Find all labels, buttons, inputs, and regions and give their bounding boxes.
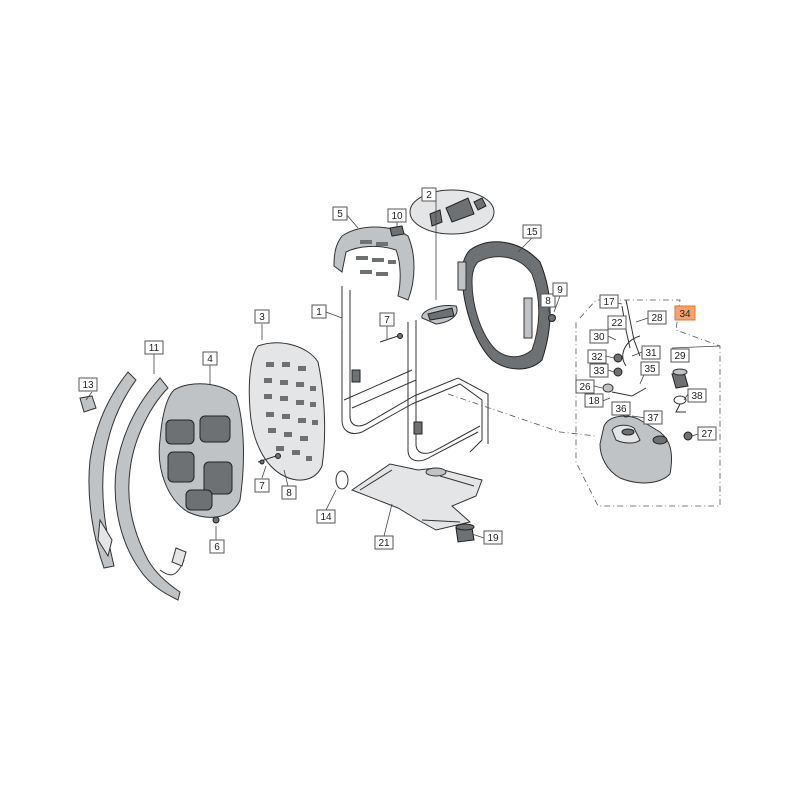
callout-label: 29 bbox=[674, 351, 686, 362]
callout-label: 4 bbox=[207, 354, 213, 365]
back-pad bbox=[158, 383, 244, 518]
callout-label: 13 bbox=[82, 380, 94, 391]
callout-10: 10 bbox=[387, 208, 407, 223]
callout-8-lower: 8 bbox=[281, 485, 297, 500]
callout-label: 21 bbox=[378, 538, 390, 549]
callout-label: 38 bbox=[691, 391, 703, 402]
callout-15: 15 bbox=[522, 224, 542, 239]
callout-13: 13 bbox=[78, 377, 98, 392]
callout-label: 26 bbox=[579, 382, 591, 393]
callout-label: 7 bbox=[259, 481, 265, 492]
callout-11: 11 bbox=[144, 340, 164, 355]
callout-label: 15 bbox=[526, 227, 538, 238]
ring-14 bbox=[335, 470, 349, 490]
callout-label: 7 bbox=[384, 315, 390, 326]
callout-label: 19 bbox=[487, 533, 499, 544]
callout-21: 21 bbox=[374, 535, 394, 550]
screw-upper bbox=[379, 333, 403, 343]
callout-5: 5 bbox=[332, 206, 348, 221]
callout-22: 22 bbox=[607, 315, 627, 330]
callout-label: 6 bbox=[214, 542, 220, 553]
callout-label: 36 bbox=[615, 404, 627, 415]
callout-label: 28 bbox=[651, 313, 663, 324]
nut-9 bbox=[548, 314, 556, 322]
callout-1: 1 bbox=[311, 304, 327, 319]
callout-33: 33 bbox=[589, 363, 609, 378]
callout-37: 37 bbox=[643, 410, 663, 425]
callout-label: 33 bbox=[593, 366, 605, 377]
callout-4: 4 bbox=[202, 351, 218, 366]
clip-part bbox=[79, 395, 97, 413]
callout-38: 38 bbox=[687, 388, 707, 403]
callout-label: 22 bbox=[611, 318, 623, 329]
callout-36: 36 bbox=[611, 401, 631, 416]
callout-34: 34 bbox=[674, 305, 696, 321]
frame bbox=[341, 286, 489, 462]
callout-26: 26 bbox=[575, 379, 595, 394]
callout-9: 9 bbox=[552, 282, 568, 297]
callout-label: 8 bbox=[286, 488, 292, 499]
callout-label: 11 bbox=[149, 343, 160, 354]
callout-18: 18 bbox=[584, 393, 604, 408]
screw-6 bbox=[212, 516, 220, 524]
shoulder-straps bbox=[88, 371, 187, 601]
cage-frame bbox=[457, 241, 551, 370]
callout-3: 3 bbox=[254, 309, 270, 324]
callout-label: 32 bbox=[591, 352, 603, 363]
callout-label: 5 bbox=[337, 209, 343, 220]
callout-label: 18 bbox=[588, 396, 600, 407]
callout-label: 34 bbox=[679, 309, 691, 320]
callout-label: 14 bbox=[320, 512, 332, 523]
callout-29: 29 bbox=[670, 348, 690, 363]
callout-32: 32 bbox=[587, 349, 607, 364]
back-plate bbox=[248, 342, 326, 481]
foot-19 bbox=[455, 523, 475, 543]
tank-assembly bbox=[447, 299, 721, 507]
callout-label: 8 bbox=[545, 296, 551, 307]
callout-27: 27 bbox=[697, 426, 717, 441]
callout-label: 37 bbox=[647, 413, 659, 424]
callout-7-upper: 7 bbox=[379, 312, 395, 327]
base-plate bbox=[350, 463, 483, 531]
bolt-lower bbox=[257, 453, 281, 465]
callout-17: 17 bbox=[599, 294, 619, 309]
top-handle bbox=[333, 226, 415, 301]
callout-label: 1 bbox=[316, 307, 322, 318]
callout-label: 17 bbox=[603, 297, 615, 308]
leader-lines bbox=[85, 196, 721, 540]
callout-28: 28 bbox=[647, 310, 667, 325]
callout-label: 3 bbox=[259, 312, 265, 323]
callout-6: 6 bbox=[209, 539, 225, 554]
callout-8-upper: 8 bbox=[540, 293, 556, 308]
callout-2: 2 bbox=[421, 187, 437, 202]
callout-label: 30 bbox=[593, 332, 605, 343]
latch-part bbox=[389, 225, 405, 237]
callout-14: 14 bbox=[316, 509, 336, 524]
callout-7-lower: 7 bbox=[254, 478, 270, 493]
callout-30: 30 bbox=[589, 329, 609, 344]
callout-label: 31 bbox=[645, 348, 657, 359]
callout-label: 2 bbox=[426, 190, 432, 201]
callout-label: 35 bbox=[644, 364, 656, 375]
callout-label: 10 bbox=[391, 211, 403, 222]
callout-label: 27 bbox=[701, 429, 713, 440]
callout-19: 19 bbox=[483, 530, 503, 545]
callout-31: 31 bbox=[641, 345, 661, 360]
callout-label: 9 bbox=[557, 285, 563, 296]
callout-35: 35 bbox=[640, 361, 660, 376]
